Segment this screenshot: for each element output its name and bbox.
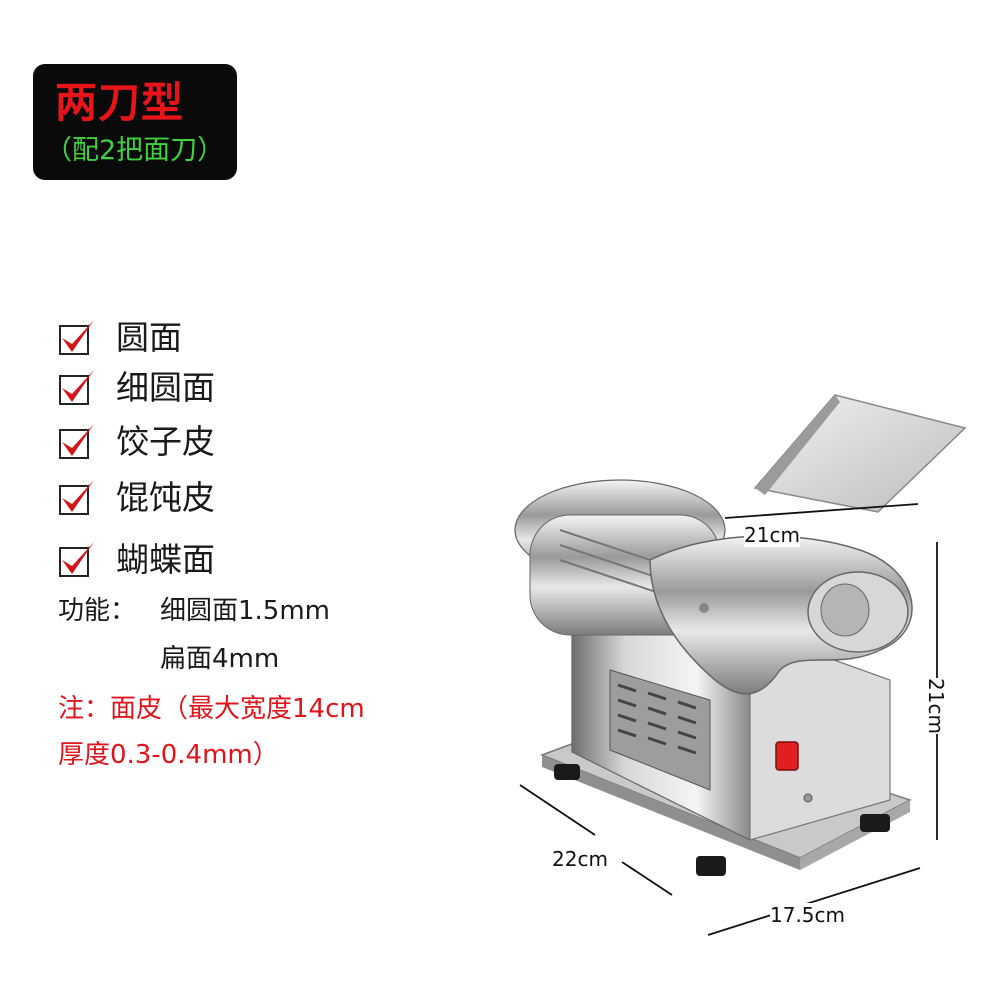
checkbox-checked-icon bbox=[59, 370, 94, 405]
power-switch bbox=[775, 741, 799, 771]
vent-grille bbox=[609, 669, 711, 791]
model-badge: 两刀型 （配2把面刀） bbox=[33, 64, 237, 180]
model-subtitle: （配2把面刀） bbox=[45, 135, 225, 166]
function-line-2: 扁面4mm bbox=[160, 644, 280, 674]
dimension-height: 21cm bbox=[924, 678, 948, 734]
feed-tray bbox=[753, 394, 967, 513]
note-line-1: 注：面皮（最大宽度14cm bbox=[58, 694, 365, 724]
note-line-2: 厚度0.3-0.4mm） bbox=[58, 740, 279, 770]
checkbox-checked-icon bbox=[59, 424, 94, 459]
roller-assembly bbox=[514, 479, 913, 695]
feature-label: 细圆面 bbox=[116, 368, 215, 407]
feature-label: 饺子皮 bbox=[116, 422, 215, 461]
checkbox-checked-icon bbox=[59, 542, 94, 577]
function-line-1: 细圆面1.5mm bbox=[160, 596, 331, 626]
feature-label: 圆面 bbox=[116, 318, 182, 357]
dimension-width: 17.5cm bbox=[770, 903, 846, 927]
function-label: 功能： bbox=[58, 596, 137, 626]
feature-label: 蝴蝶面 bbox=[116, 540, 215, 579]
pasta-machine-illustration bbox=[514, 394, 967, 936]
dimension-depth: 22cm bbox=[552, 847, 608, 871]
feature-label: 馄饨皮 bbox=[116, 478, 215, 517]
checkbox-checked-icon bbox=[59, 320, 94, 355]
model-title: 两刀型 bbox=[55, 78, 185, 127]
checkbox-checked-icon bbox=[59, 480, 94, 515]
dimension-top-width: 21cm bbox=[744, 523, 800, 547]
